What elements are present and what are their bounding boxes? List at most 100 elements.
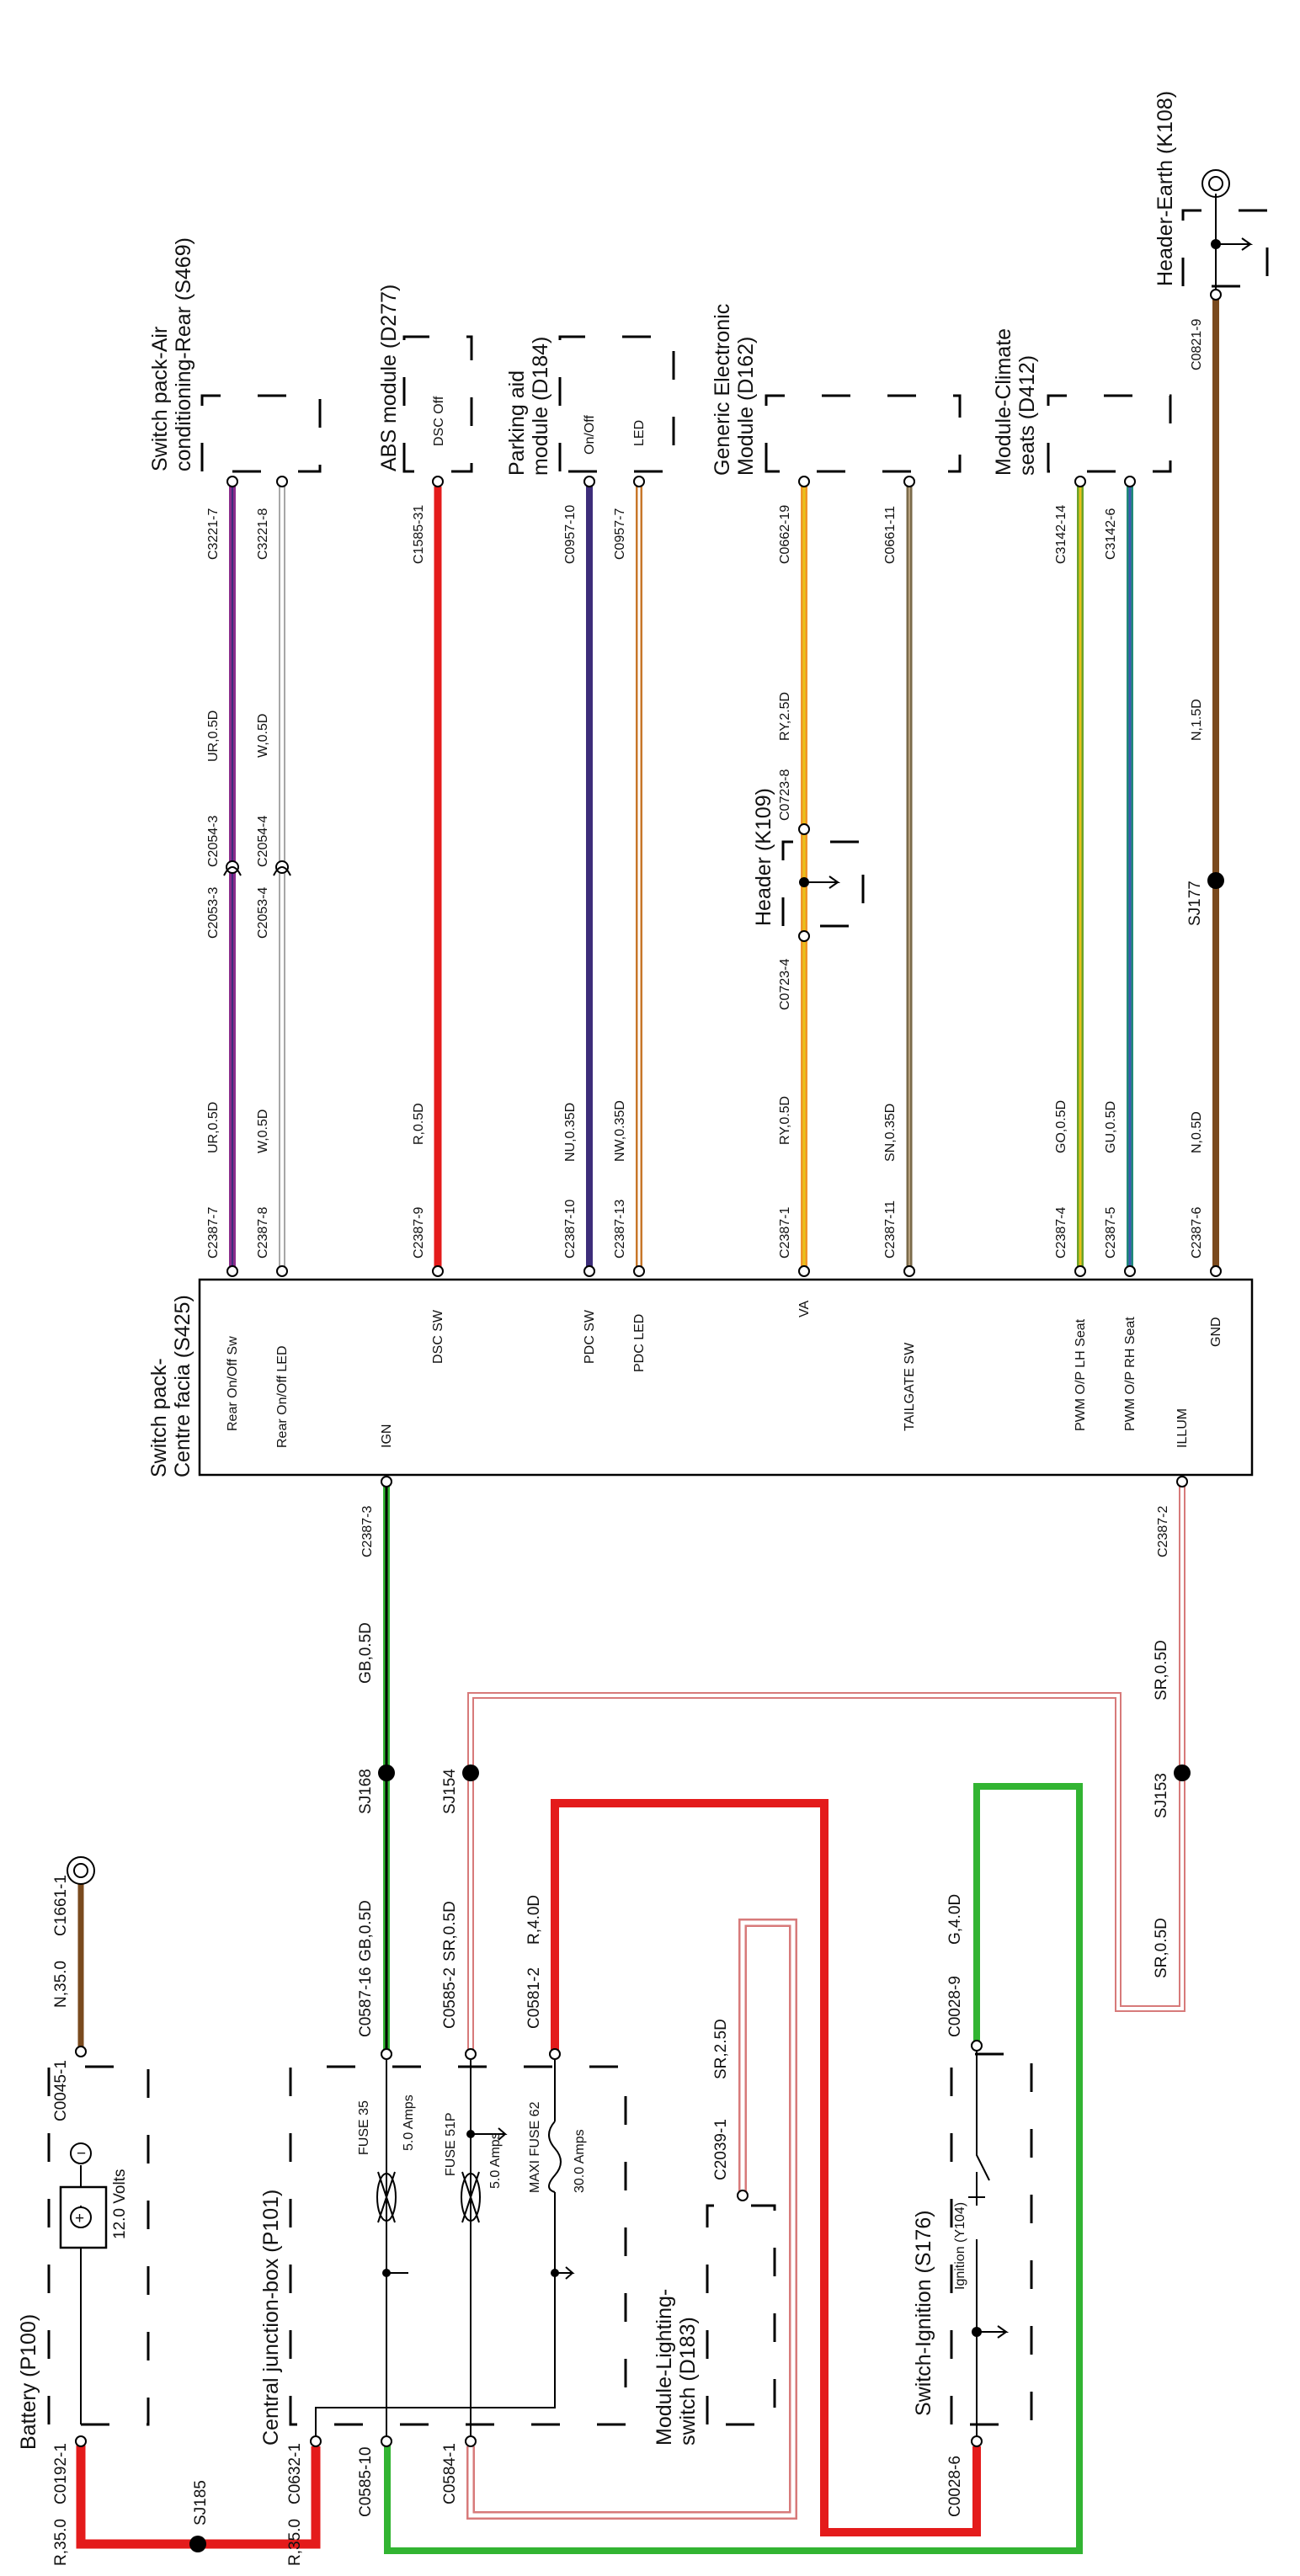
lighting-pin-label: C2039-1 (712, 2119, 730, 2180)
ignition-pin-c0028-9[interactable] (971, 2040, 983, 2052)
cjb-pin-c0581[interactable] (549, 2048, 561, 2060)
earth-k108-eyelet-inner (1208, 176, 1223, 191)
gem-header-arrow (804, 876, 841, 889)
cjb-pin-c0585-2[interactable] (465, 2048, 477, 2060)
wire-label-nw: NW,0.35D (613, 1100, 627, 1162)
s425-pin-6[interactable] (1210, 1265, 1222, 1277)
gem-header-title: Header (K109) (752, 788, 775, 926)
splice-labels: SJ168 SJ154 SJ153 SJ177 GB,0.5D SR,0.5D … (357, 881, 1204, 1978)
cjb-c0584-label: C0584-1 (441, 2443, 459, 2504)
cjb-pin-c0632[interactable] (310, 2435, 322, 2447)
header-earth: Header-Earth (K108) C0821-9 N,1.5D (1153, 91, 1269, 741)
gem-title-1: Generic Electronic (711, 304, 734, 476)
abs-pin-label: C1585-31 (412, 505, 426, 564)
splice-sj168-dot (378, 1764, 395, 1781)
s469-c2054-3-label: C2054-3 (206, 816, 221, 867)
s425-pin-9[interactable] (432, 1265, 444, 1277)
wire-g40d-label: G,4.0D (946, 1894, 964, 1945)
wires (76, 295, 1219, 2554)
gem-pin-c0661[interactable] (903, 476, 915, 487)
s469-pin-7-label: C3221-7 (206, 508, 221, 560)
wire-red-ignition-return[interactable] (551, 1799, 981, 2536)
s469-pin-7[interactable] (226, 476, 238, 487)
s425-pin-4[interactable] (1074, 1265, 1086, 1277)
earth-wire-label: N,1.5D (1190, 699, 1204, 741)
cjb-pin-c0587[interactable] (381, 2048, 392, 2060)
climate-pin-6[interactable] (1124, 476, 1136, 487)
climate-pin-14-label: C3142-14 (1054, 505, 1068, 564)
s425-pin-11[interactable] (903, 1265, 915, 1277)
lighting-pin[interactable] (737, 2190, 749, 2201)
s425-pin-6-label: C2387-6 (1190, 1207, 1204, 1259)
pdc-box (558, 335, 675, 473)
battery-pin-c0192[interactable] (75, 2435, 87, 2447)
s469-wire-w: W,0.5D (256, 714, 270, 758)
lighting-title-2: switch (D183) (676, 2317, 700, 2446)
battery-pin-c0045[interactable] (75, 2046, 87, 2057)
gem-pin-c0662[interactable] (798, 476, 810, 487)
abs-pin[interactable] (432, 476, 444, 487)
s469-box (200, 394, 322, 473)
battery-c0192-label: C0192-1 (52, 2443, 70, 2504)
s425-pin-1[interactable] (798, 1265, 810, 1277)
cjb-pin-c0584[interactable] (465, 2435, 477, 2447)
pdc-title-2: module (D184) (529, 337, 552, 476)
earth-eyelet-icon (67, 1856, 95, 1885)
ignition-title: Switch-Ignition (S176) (912, 2210, 935, 2416)
pdc-pin-7[interactable] (633, 476, 645, 487)
s425-pin-13[interactable] (633, 1265, 645, 1277)
s425-pin-3[interactable] (381, 1476, 392, 1488)
wire-sr25d-lighting[interactable] (466, 1919, 797, 2520)
cjb-box (289, 2065, 627, 2426)
climate-pin-6-label: C3142-6 (1104, 508, 1118, 560)
battery-title: Battery (P100) (17, 2314, 40, 2450)
wire-gb05d-upper-label: GB,0.5D (357, 1622, 375, 1684)
pdc-pin-10-label: C0957-10 (563, 505, 578, 564)
gem-wire-ry25d: RY,2.5D (778, 692, 792, 741)
s425-pin-7[interactable] (226, 1265, 238, 1277)
s425-pin-2[interactable] (1176, 1476, 1188, 1488)
splice-sj154-label: SJ154 (441, 1769, 459, 1814)
cjb-pin-c0585-10[interactable] (381, 2435, 392, 2447)
battery-wire-n35: N,35.0 (52, 1961, 70, 2008)
battery-wire-r35: R,35.0 (52, 2519, 70, 2566)
battery-minus-icon (70, 2142, 92, 2164)
gem-pin-c0662-label: C0662-19 (778, 505, 792, 564)
earth-k108-eyelet-icon (1201, 169, 1230, 198)
s425-pin-8[interactable] (276, 1265, 288, 1277)
earth-title: Header-Earth (K108) (1153, 91, 1177, 286)
wire-green-ignition-feed[interactable] (384, 1783, 1083, 2554)
splice-sj185-label: SJ185 (192, 2480, 210, 2525)
s425-pin-9-label: C2387-9 (412, 1207, 426, 1259)
gem-header-pin-bottom[interactable] (798, 930, 810, 942)
cjb-c0632-label: C0632-1 (286, 2443, 304, 2504)
fuse51p-amps: 5.0 Amps (488, 2132, 503, 2189)
fuse51p-body (461, 2173, 481, 2222)
s425-label-illum: ILLUM (1175, 1408, 1190, 1448)
cjb-c0581-label: C0581-2 (525, 1967, 543, 2029)
parking-aid-module: Parking aid module (D184) On/Off LED C09… (505, 335, 675, 564)
maxi62-amps: 30.0 Amps (573, 2129, 587, 2193)
climate-seats-module: Module-Climate seats (D412) C3142-14 C31… (992, 328, 1172, 564)
battery-volts: 12.0 Volts (111, 2169, 129, 2239)
s425-pin-4-label: C2387-4 (1054, 1207, 1068, 1259)
wire-label-r: R,0.5D (412, 1103, 426, 1145)
ignition-pin-c0028-6[interactable] (971, 2435, 983, 2447)
s425-pin-10[interactable] (583, 1265, 595, 1277)
earth-header-pin[interactable] (1210, 289, 1222, 301)
lighting-title-1: Module-Lighting- (653, 2289, 676, 2446)
pdc-pin-10[interactable] (583, 476, 595, 487)
battery-c0045-label: C0045-1 (52, 2060, 70, 2121)
s425-pin-7-label: C2387-7 (206, 1207, 221, 1259)
gem-header-pin-top[interactable] (798, 823, 810, 835)
s469-pin-8[interactable] (276, 476, 288, 487)
s469-c2054-4-label: C2054-4 (256, 816, 270, 867)
pdc-onoff: On/Off (583, 415, 597, 455)
s425-label-pdc-led: PDC LED (632, 1314, 647, 1372)
s425-pin-5[interactable] (1124, 1265, 1136, 1277)
switch-pack-s469: Switch pack-Air conditioning-Rear (S469)… (148, 237, 322, 939)
wire-label-ry: RY,0.5D (778, 1096, 792, 1145)
battery-c1661-label: C1661-1 (52, 1875, 70, 1936)
climate-pin-14[interactable] (1074, 476, 1086, 487)
